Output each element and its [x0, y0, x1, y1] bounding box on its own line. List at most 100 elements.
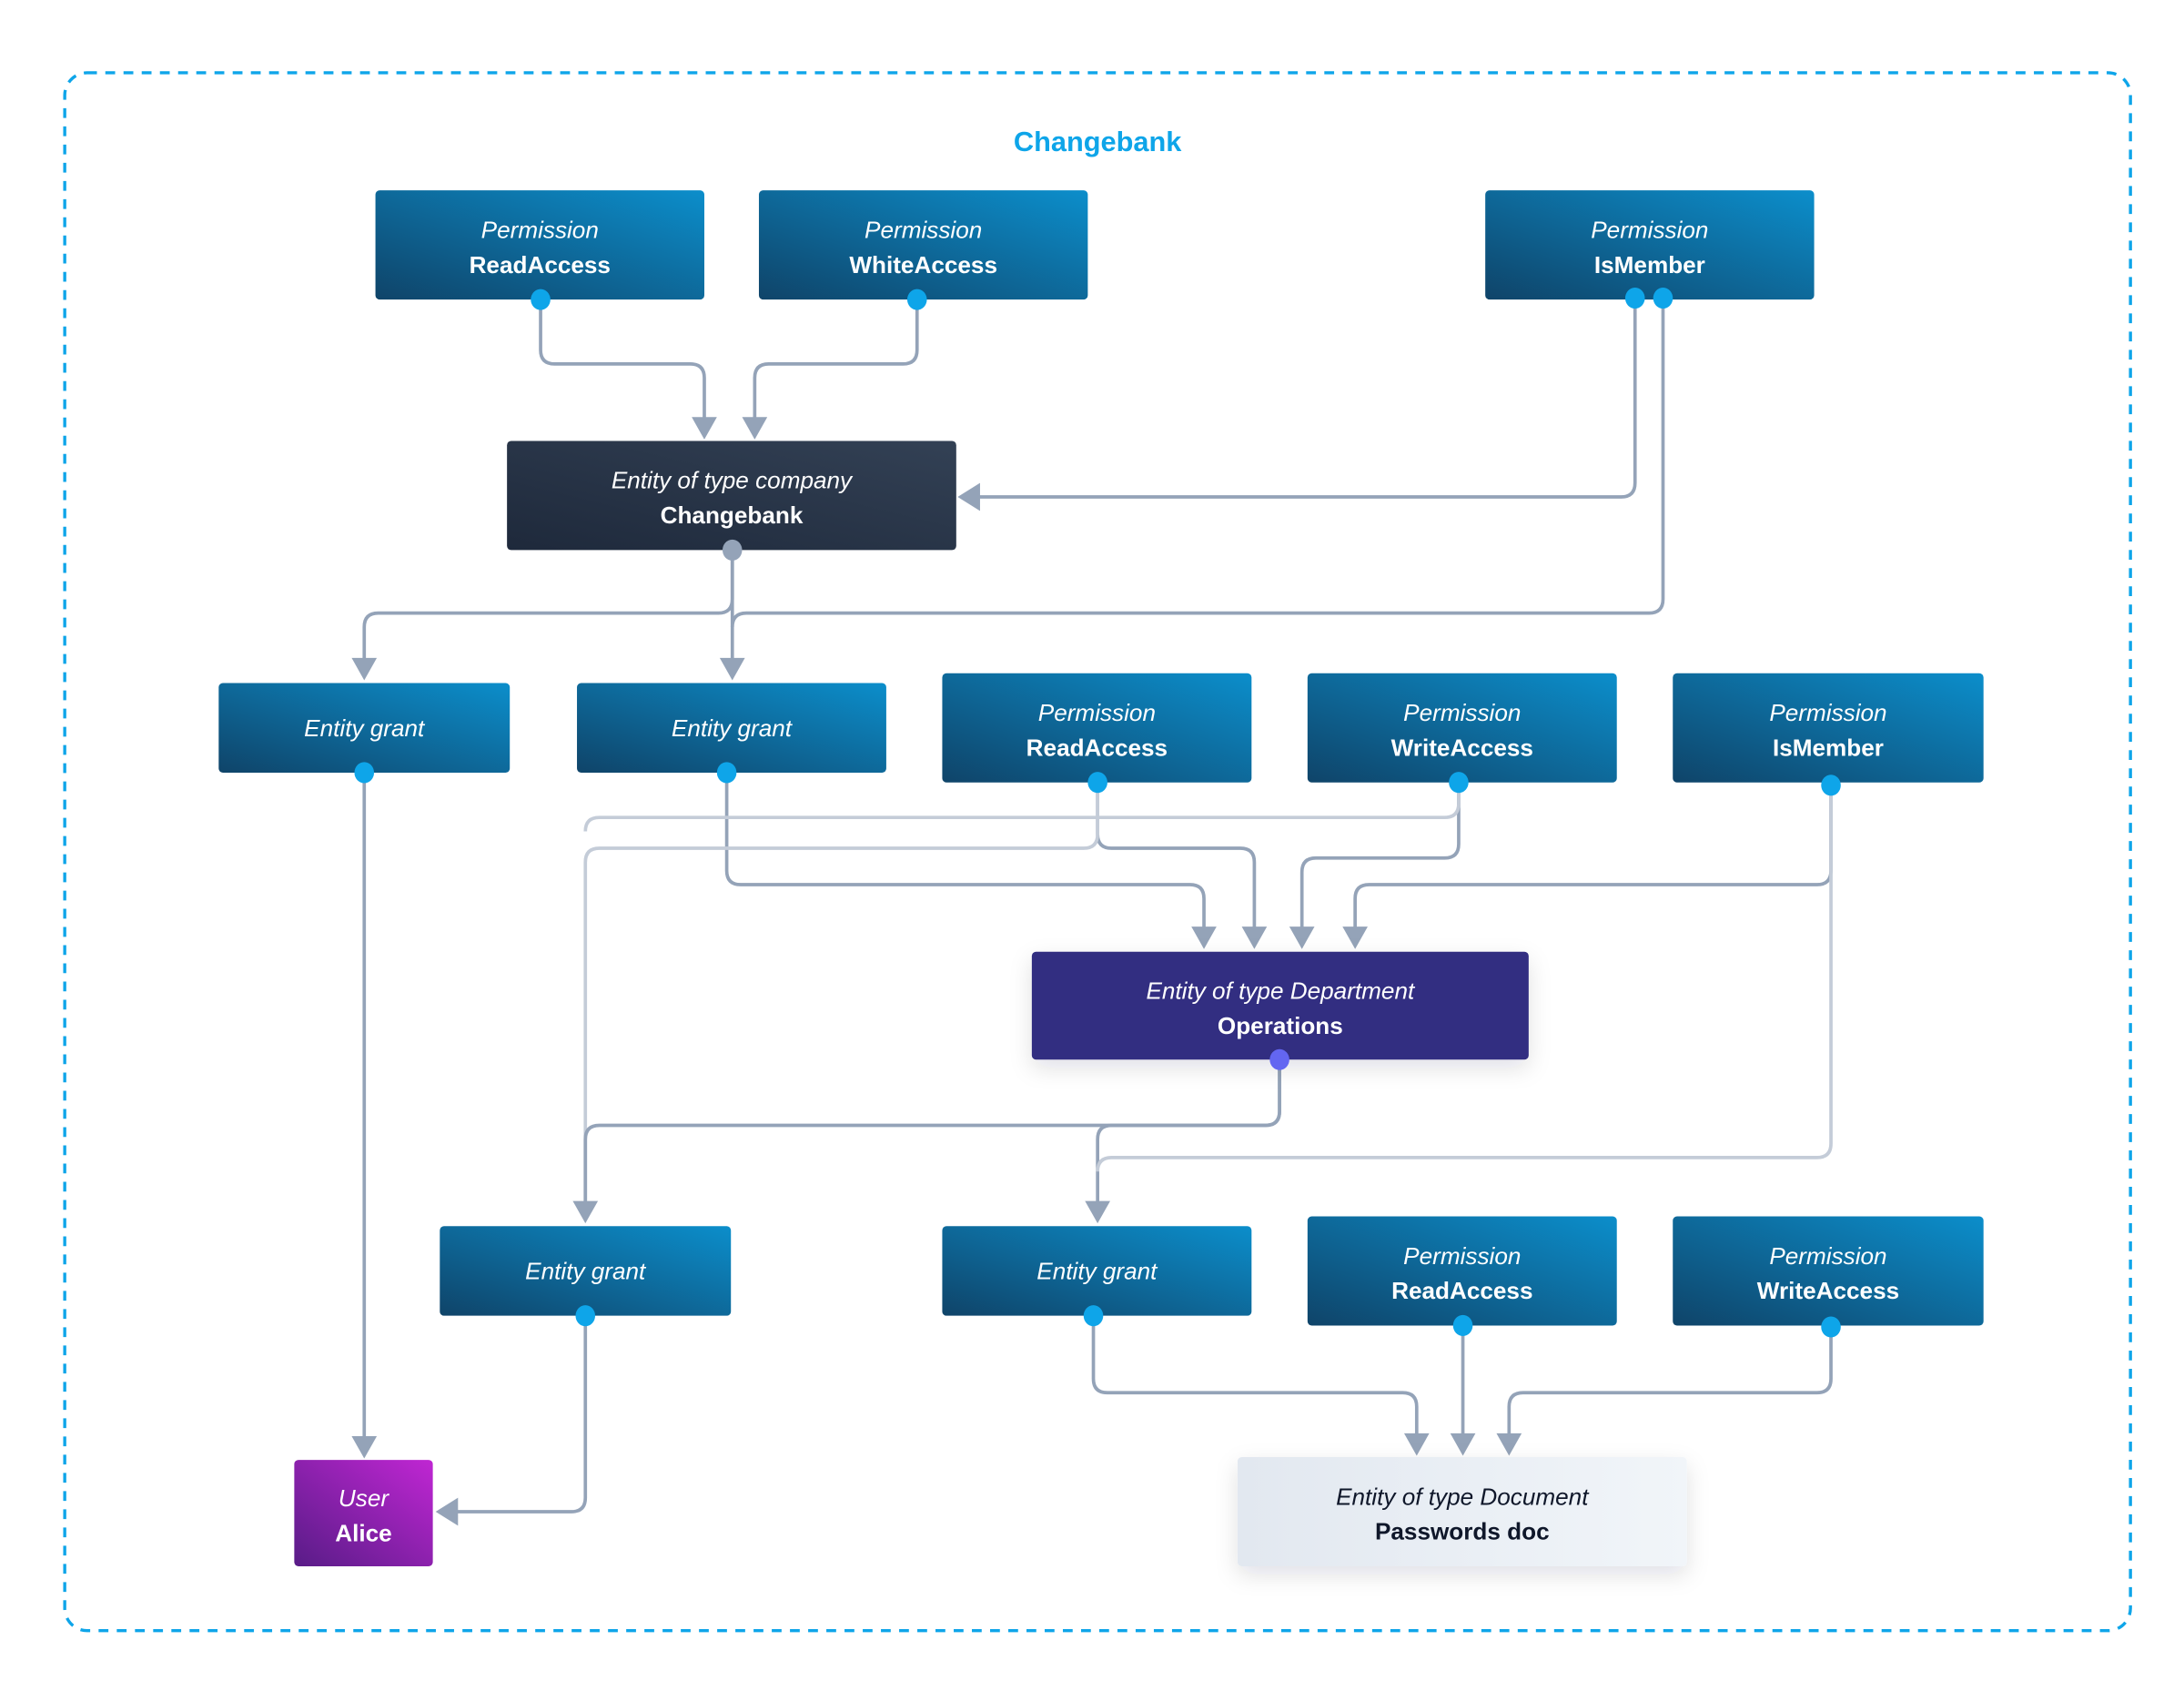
node-name-label: IsMember: [1594, 251, 1705, 278]
permission-node-box[interactable]: [1485, 190, 1815, 300]
edge-connector[interactable]: [976, 298, 1637, 499]
node-name-label: Alice: [335, 1519, 391, 1546]
node-type-label: Entity grant: [304, 714, 426, 742]
edge-connector[interactable]: [753, 299, 919, 423]
arrowhead-icon: [1241, 926, 1268, 949]
edge-connector[interactable]: [583, 782, 1099, 1207]
node-type-label: Entity of type company: [612, 467, 854, 494]
connection-handle[interactable]: [722, 539, 743, 561]
node-type-label: Entity of type Document: [1336, 1483, 1590, 1510]
grant-node-box[interactable]: [577, 683, 886, 773]
node-type-label: Permission: [1403, 1242, 1521, 1270]
edge-connector[interactable]: [1096, 785, 1833, 1172]
connection-handle[interactable]: [1452, 1314, 1473, 1336]
edge-connector[interactable]: [1507, 1326, 1833, 1440]
edge-connector[interactable]: [539, 299, 706, 423]
grant-node-box[interactable]: [440, 1226, 732, 1316]
edge-connector[interactable]: [724, 772, 1206, 933]
permission-node-box[interactable]: [1673, 1216, 1984, 1326]
company-node-box[interactable]: [507, 440, 956, 551]
edge-connector[interactable]: [362, 550, 734, 663]
connection-handle[interactable]: [1653, 288, 1673, 309]
connection-handle[interactable]: [354, 762, 375, 784]
node-name-label: WhiteAccess: [849, 251, 997, 278]
node-type-label: Permission: [1403, 699, 1521, 726]
edges-layer: [351, 298, 1833, 1526]
node-type-label: Permission: [1038, 699, 1156, 726]
grant-node-box[interactable]: [942, 1226, 1252, 1316]
arrowhead-icon: [719, 657, 745, 681]
arrowhead-icon: [742, 417, 768, 440]
permission-node-box[interactable]: [758, 190, 1088, 300]
connection-handle[interactable]: [1083, 1305, 1104, 1327]
node-type-label: Permission: [1769, 699, 1886, 726]
connection-handle[interactable]: [531, 289, 551, 310]
grant-node-box[interactable]: [218, 683, 511, 773]
node-grant-1[interactable]: Entity grant: [218, 683, 511, 784]
node-name-label: Passwords doc: [1375, 1518, 1550, 1545]
edge-connector[interactable]: [453, 1315, 588, 1514]
permission-node-box[interactable]: [1307, 1216, 1617, 1326]
arrowhead-icon: [572, 1200, 599, 1224]
node-name-label: WriteAccess: [1757, 1277, 1899, 1304]
connection-handle[interactable]: [1624, 288, 1645, 309]
permission-node-box[interactable]: [942, 673, 1252, 783]
node-type-label: Entity of type Department: [1146, 977, 1416, 1004]
connection-handle[interactable]: [906, 289, 927, 310]
arrowhead-icon: [1289, 926, 1315, 949]
arrowhead-icon: [351, 657, 378, 681]
connection-handle[interactable]: [716, 762, 737, 784]
node-grant-2[interactable]: Entity grant: [577, 683, 886, 784]
edge-connector[interactable]: [1096, 1059, 1281, 1207]
arrowhead-icon: [1191, 926, 1217, 949]
document-node-box[interactable]: [1237, 1457, 1687, 1566]
user-node-box[interactable]: [294, 1460, 433, 1566]
edge-connector[interactable]: [583, 1059, 1281, 1207]
node-grant-4[interactable]: Entity grant: [942, 1226, 1252, 1327]
node-name-label: Operations: [1218, 1012, 1343, 1039]
connection-handle[interactable]: [1821, 1316, 1841, 1338]
edge-connector[interactable]: [1091, 1315, 1419, 1440]
permission-node-box[interactable]: [1673, 673, 1984, 783]
edge-connector[interactable]: [1299, 782, 1461, 933]
edge-connector[interactable]: [730, 298, 1665, 628]
edge-connector[interactable]: [1096, 782, 1257, 933]
edge-connector[interactable]: [583, 782, 1461, 832]
arrowhead-icon: [692, 417, 717, 440]
arrowhead-icon: [351, 1435, 378, 1459]
department-node-box[interactable]: [1031, 951, 1529, 1060]
node-type-label: Permission: [1591, 216, 1708, 243]
arrowhead-icon: [957, 482, 980, 511]
permission-node-box[interactable]: [1307, 673, 1617, 783]
node-type-label: Permission: [481, 216, 599, 243]
group-frame: [63, 71, 2132, 1633]
node-name-label: Changebank: [661, 501, 804, 529]
node-type-label: Entity grant: [525, 1258, 647, 1285]
node-type-label: Permission: [864, 216, 982, 243]
node-name-label: ReadAccess: [470, 251, 611, 278]
node-type-label: Entity grant: [1036, 1258, 1158, 1285]
node-name-label: IsMember: [1773, 734, 1884, 761]
arrowhead-icon: [1342, 926, 1368, 949]
arrowhead-icon: [1403, 1433, 1430, 1456]
node-grant-3[interactable]: Entity grant: [440, 1226, 732, 1327]
connection-handle[interactable]: [1449, 772, 1469, 794]
connection-handle[interactable]: [1821, 775, 1841, 796]
connection-handle[interactable]: [575, 1305, 596, 1327]
connection-handle[interactable]: [1087, 772, 1107, 794]
permission-node-box[interactable]: [375, 190, 704, 300]
connection-handle[interactable]: [1269, 1048, 1289, 1070]
